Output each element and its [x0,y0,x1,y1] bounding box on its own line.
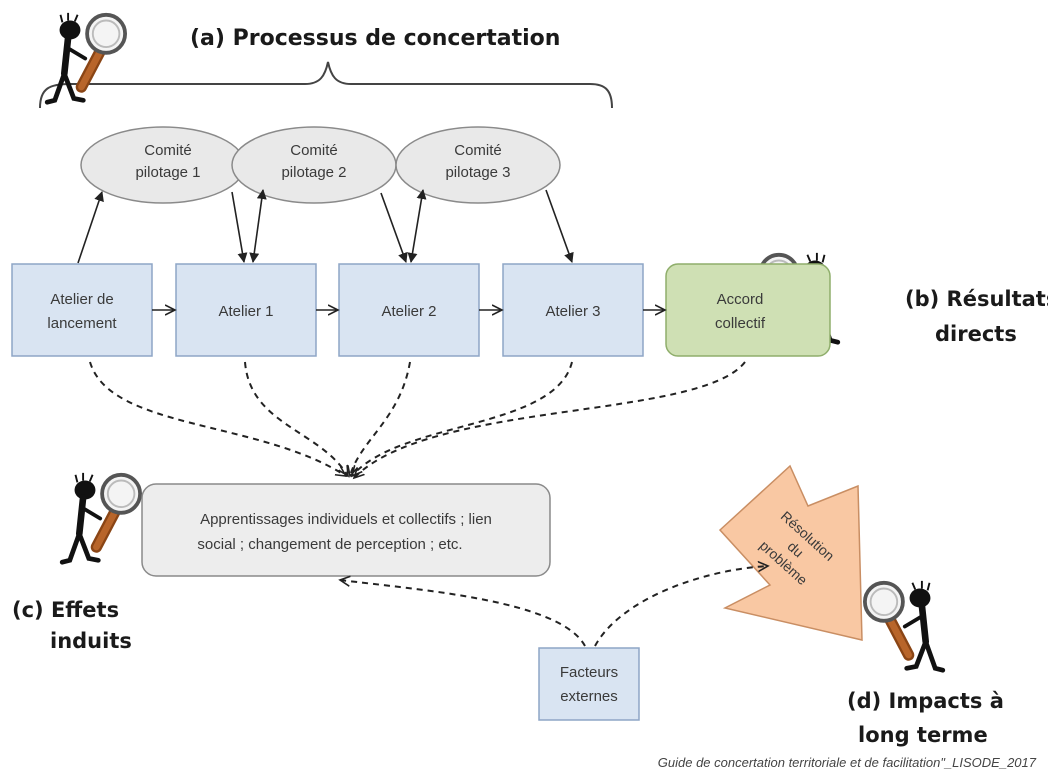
process-brace [39,61,613,109]
direct-results-line2: directs [935,322,1017,346]
committee-1-line2: pilotage 1 [135,164,200,181]
magnifier-character-icon [865,581,943,670]
workshop-launch-line2: lancement [47,315,117,332]
magnifier-character-icon [62,473,140,562]
agreement-box: Accord collectif [665,263,831,357]
induced-effects-line1: (c) Effets [12,598,119,622]
effects-line2: social ; changement de perception ; etc. [197,536,462,553]
committee-3-line2: pilotage 3 [445,164,510,181]
committee-workshop-arrows [77,189,574,264]
convergence-arrows [89,361,746,478]
magnifier-character-icon [47,13,125,102]
workshop-1-label: Atelier 1 [218,303,273,320]
external-factors-box: Facteurs externes [538,647,640,721]
workshop-2: Atelier 2 [338,263,480,357]
committee-2-line1: Comité [290,142,338,159]
committee-1-line1: Comité [144,142,192,159]
effects-box: Apprentissages individuels et collectifs… [141,483,551,577]
effects-line1: Apprentissages individuels et collectifs… [200,511,492,528]
resolution-arrow: Résolution du problème [718,464,863,641]
committee-3: Comité pilotage 3 [395,126,561,204]
workshop-launch-line1: Atelier de [50,291,113,308]
committee-1: Comité pilotage 1 [80,126,246,204]
agreement-line2: collectif [715,315,766,332]
committee-3-line1: Comité [454,142,502,159]
agreement-line1: Accord [717,291,764,308]
long-term-impacts-line1: (d) Impacts à [847,689,1004,713]
direct-results-line1: (b) Résultats [905,287,1048,311]
external-factor-arrows [340,566,768,647]
external-factors-line1: Facteurs [560,664,618,681]
source-credit: Guide de concertation territoriale et de… [657,755,1036,770]
workshop-launch: Atelier de lancement [11,263,153,357]
workshop-2-label: Atelier 2 [381,303,436,320]
committee-2-line2: pilotage 2 [281,164,346,181]
long-term-impacts-line2: long terme [858,723,988,747]
process-title: (a) Processus de concertation [190,26,560,51]
external-factors-line2: externes [560,688,618,705]
workshop-3-label: Atelier 3 [545,303,600,320]
induced-effects-line2: induits [50,629,132,653]
committee-2: Comité pilotage 2 [231,126,397,204]
workshop-3: Atelier 3 [502,263,644,357]
workshop-1: Atelier 1 [175,263,317,357]
